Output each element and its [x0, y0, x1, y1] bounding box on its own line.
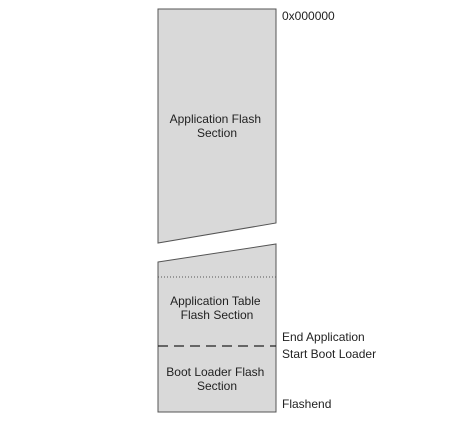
application-table-section-line-1: Application Table — [170, 294, 261, 308]
boot-loader-section-line-2: Section — [197, 379, 237, 393]
end-application-label: End Application — [282, 330, 365, 344]
flashend-label: Flashend — [282, 397, 331, 411]
start-address-label: 0x000000 — [282, 9, 335, 23]
application-table-section-label: Application Table Flash Section — [170, 294, 264, 322]
application-flash-section-line-2: Section — [197, 126, 237, 140]
application-flash-region — [157, 8, 277, 244]
application-flash-section-line-1: Application Flash — [170, 112, 261, 126]
lower-flash-region — [157, 243, 277, 413]
application-table-section-line-2: Flash Section — [181, 308, 254, 322]
boot-loader-section-line-1: Boot Loader Flash — [166, 365, 264, 379]
start-boot-loader-label: Start Boot Loader — [282, 347, 376, 361]
application-flash-section-label: Application Flash Section — [170, 112, 265, 140]
boot-loader-section-label: Boot Loader Flash Section — [166, 365, 267, 393]
